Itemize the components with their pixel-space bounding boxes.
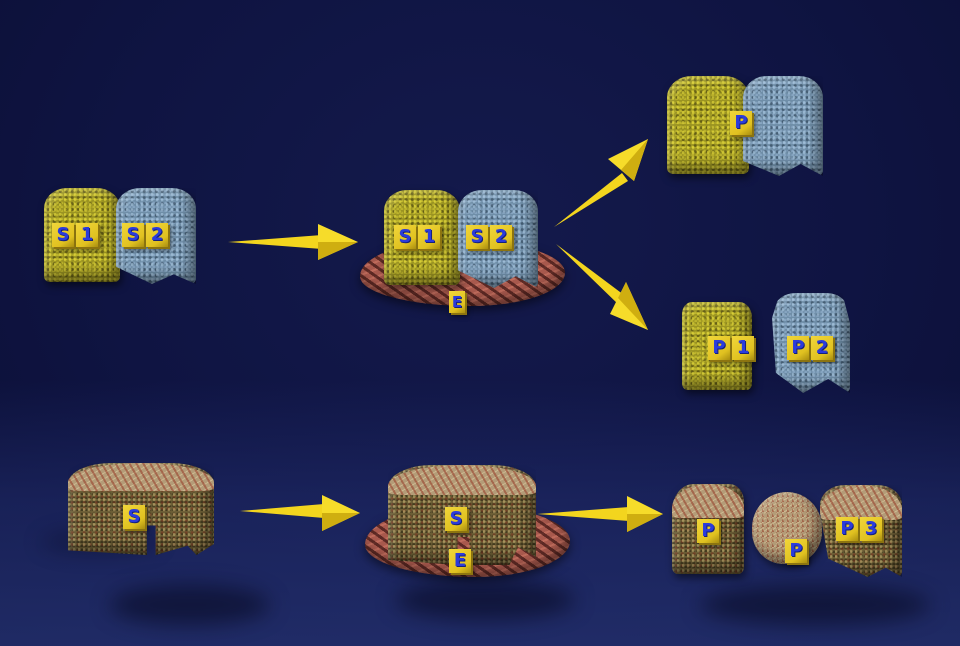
label-complex-e: E — [449, 549, 471, 573]
label-tile: P — [787, 336, 809, 360]
label-enzyme-e: E — [449, 291, 465, 313]
label-product-p: P — [730, 111, 752, 135]
product-p2-block — [772, 293, 850, 393]
substrate-cap — [68, 463, 214, 491]
label-tile: P — [708, 336, 730, 360]
label-tile: 3 — [860, 517, 882, 541]
label-complex-s2: S 2 — [466, 225, 512, 249]
label-tile: P — [697, 519, 719, 543]
label-s: S — [123, 505, 145, 529]
label-tile: P — [730, 111, 752, 135]
label-tile: 1 — [418, 225, 440, 249]
label-tile: 2 — [811, 336, 833, 360]
shadow — [110, 585, 270, 625]
product-cap — [820, 485, 902, 520]
arrow-down-right-icon — [556, 244, 648, 330]
label-tile: E — [449, 291, 465, 313]
arrow-right-icon — [240, 495, 360, 531]
label-p3: P 3 — [836, 517, 882, 541]
label-tile: E — [449, 549, 471, 573]
label-tile: S — [445, 507, 467, 531]
label-tile: S — [466, 225, 488, 249]
label-tile: 1 — [76, 223, 98, 247]
substrate-cap — [388, 465, 536, 495]
label-complex-s: S — [445, 507, 467, 531]
label-p2: P 2 — [787, 336, 833, 360]
label-tile: S — [123, 505, 145, 529]
product-cap — [672, 484, 744, 519]
label-tile: S — [122, 223, 144, 247]
label-tile: P — [836, 517, 858, 541]
label-tile: 2 — [146, 223, 168, 247]
arrow-up-right-icon — [554, 139, 648, 227]
product-p3-block — [820, 485, 902, 577]
arrow-right-icon — [537, 496, 663, 532]
shadow — [700, 585, 930, 625]
product-blue-half — [743, 76, 823, 176]
label-s1: S 1 — [52, 223, 98, 247]
label-complex-s1: S 1 — [394, 225, 440, 249]
shadow — [395, 580, 575, 620]
label-s2: S 2 — [122, 223, 168, 247]
arrow-right-icon — [228, 224, 358, 260]
label-tile: S — [52, 223, 74, 247]
label-tile: S — [394, 225, 416, 249]
label-p-a: P — [697, 519, 719, 543]
label-p-b: P — [785, 539, 807, 563]
label-tile: 2 — [490, 225, 512, 249]
label-tile: 1 — [732, 336, 754, 360]
label-p1: P 1 — [708, 336, 754, 360]
label-tile: P — [785, 539, 807, 563]
